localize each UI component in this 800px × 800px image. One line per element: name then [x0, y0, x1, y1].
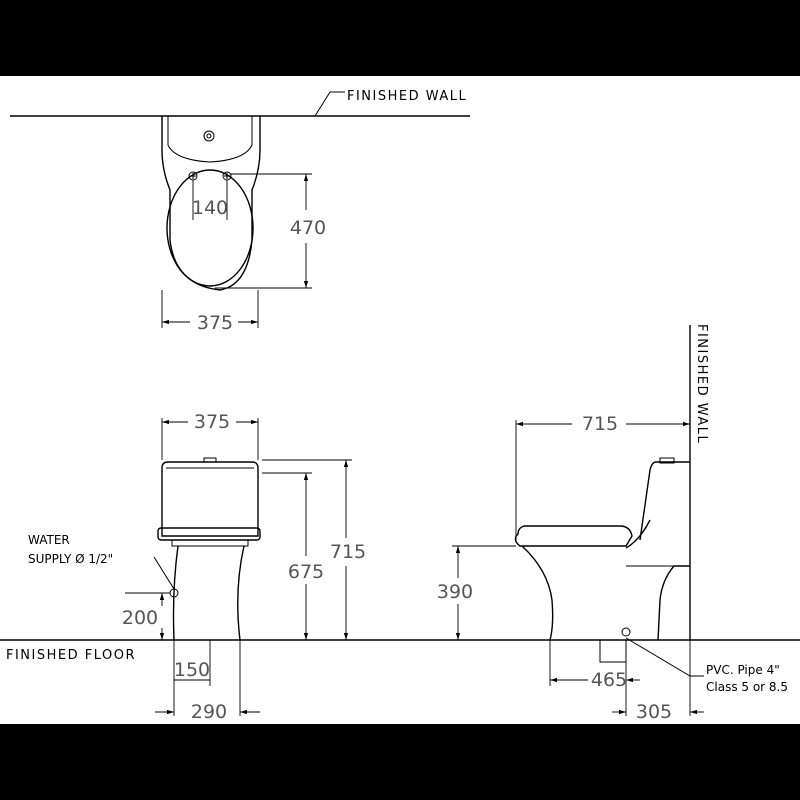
drain-pipe — [599, 639, 627, 663]
top-view: FINISHED WALL 140 470 375 — [10, 89, 470, 334]
water-supply-label-2: SUPPLY Ø 1/2" — [28, 552, 113, 566]
dim-front-width: 375 — [194, 411, 230, 433]
dim-top-depth: 470 — [290, 217, 326, 239]
dim-side-length: 715 — [582, 413, 618, 435]
front-flush-button — [203, 457, 217, 463]
dim-front-base-width: 290 — [191, 701, 227, 723]
top-tank-lid — [167, 116, 253, 163]
dim-side-rough-in: 305 — [636, 701, 672, 723]
water-supply-leader — [153, 556, 175, 590]
dim-side-base-length: 465 — [591, 669, 627, 691]
dim-supply-height: 200 — [122, 607, 158, 629]
wall-leader-top — [314, 91, 345, 117]
finished-wall-label-side: FINISHED WALL — [694, 324, 709, 444]
dim-side-seat-height: 390 — [437, 581, 473, 603]
side-flush-button — [659, 457, 675, 464]
dim-front-total-height: 715 — [330, 541, 366, 563]
pvc-label-2: Class 5 or 8.5 — [706, 680, 788, 694]
drain-outlet-icon — [621, 627, 631, 637]
side-base-rear — [657, 565, 690, 641]
side-tank-front — [639, 461, 690, 541]
top-tank-outline — [161, 116, 261, 291]
dim-top-width: 375 — [197, 312, 233, 334]
front-seat-lower — [171, 539, 249, 547]
flush-button-inner — [206, 133, 212, 139]
dim-hole-spacing: 140 — [192, 197, 228, 219]
drawing-sheet — [0, 76, 800, 724]
front-seat — [157, 527, 261, 541]
top-seat-outline — [166, 169, 254, 287]
front-tank — [161, 461, 259, 537]
front-view: WATER SUPPLY Ø 1/2" 375 715 675 200 150 — [28, 411, 366, 723]
side-seat — [514, 525, 633, 547]
side-bowl-rear — [625, 519, 651, 549]
dim-supply-offset: 150 — [174, 659, 210, 681]
pvc-leader — [625, 637, 704, 677]
flush-button-icon — [203, 130, 215, 142]
finished-floor-label: FINISHED FLOOR — [6, 648, 136, 663]
side-view: FINISHED WALL PVC. Pipe 4" Class 5 or 8.… — [437, 324, 788, 723]
water-supply-label-1: WATER — [28, 533, 70, 547]
pvc-label-1: PVC. Pipe 4" — [706, 663, 780, 677]
front-base-left — [172, 545, 179, 641]
finished-wall-label-top: FINISHED WALL — [347, 89, 467, 104]
dim-front-seat-height: 675 — [288, 561, 324, 583]
side-bowl-front — [521, 545, 554, 641]
front-base-right — [237, 545, 245, 641]
